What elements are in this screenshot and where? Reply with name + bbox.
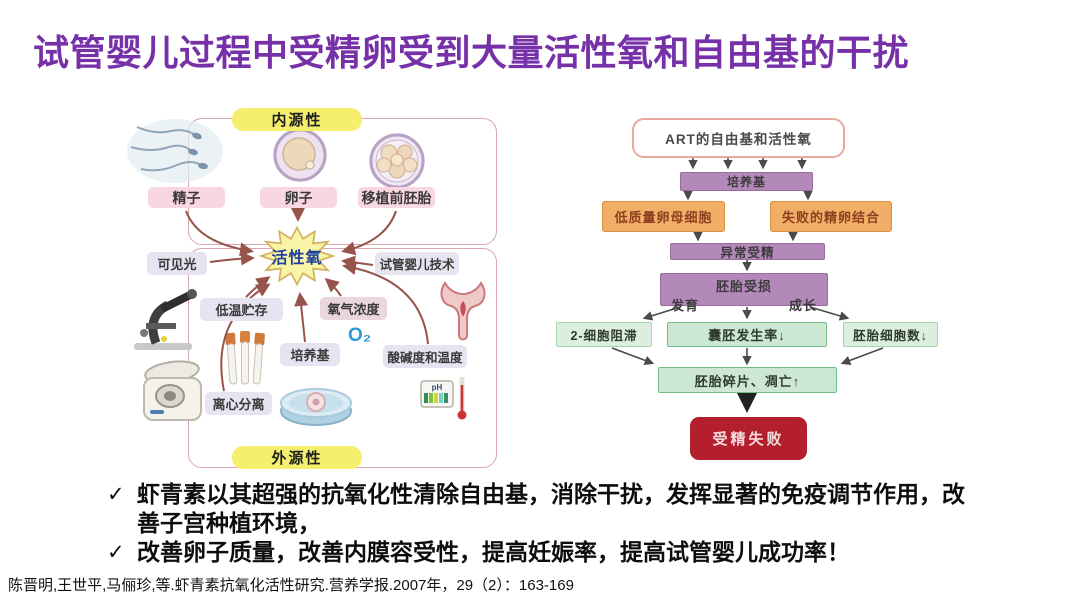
endogenous-region-border [188, 118, 497, 245]
ros-sources-diagram: pH [120, 105, 530, 480]
bullet-text: 改善卵子质量，改善内膜容受性，提高妊娠率，提高试管婴儿成功率！ [137, 539, 850, 565]
flow-node-art-free-radicals: ART的自由基和活性氧 [632, 118, 845, 158]
oocyte-illustration [273, 128, 327, 182]
exogenous-label: 外源性 [232, 446, 362, 469]
petri-dish-illustration [280, 388, 352, 426]
label-sperm: 精子 [148, 187, 225, 208]
test-tubes-illustration [225, 331, 265, 385]
flow-node-embryo-cell-count-down: 胚胎细胞数↓ [843, 322, 938, 347]
flow-node-abnormal-fertilization: 异常受精 [670, 243, 825, 260]
label-ivf-technology: 试管婴儿技术 [375, 252, 459, 275]
endogenous-label: 内源性 [232, 108, 362, 131]
o2-label: O₂ [348, 325, 372, 346]
ph-card-label: pH [432, 383, 443, 392]
development-label: 发育 [670, 298, 699, 313]
sperm-illustration [127, 119, 223, 183]
label-visible-light: 可见光 [147, 252, 207, 275]
growth-label: 成长 [789, 298, 818, 313]
bullet-item: ✓ 改善卵子质量，改善内膜容受性，提高妊娠率，提高试管婴儿成功率！ [107, 538, 987, 567]
label-pre-implantation-embryo: 移植前胚胎 [358, 187, 435, 208]
embryo-illustration [369, 133, 425, 189]
flow-node-failed-sperm-egg-fusion: 失败的精卵结合 [770, 201, 892, 232]
centrifuge-illustration [143, 360, 202, 421]
check-icon: ✓ [107, 483, 125, 506]
art-ros-flowchart: ART的自由基和活性氧 培养基 低质量卵母细胞 失败的精卵结合 异常受精 胚胎受… [555, 105, 965, 475]
label-culture-medium: 培养基 [280, 343, 340, 366]
flow-node-culture-medium: 培养基 [680, 172, 813, 191]
flow-node-embryo-damage: 胚胎受损 发育 成长 [660, 273, 828, 313]
label-egg: 卵子 [260, 187, 337, 208]
bullet-text: 虾青素以其超强的抗氧化性清除自由基，消除干扰，发挥显著的免疫调节作用，改善子宫种… [137, 481, 965, 536]
ph-strip-thermometer-illustration: pH [420, 377, 467, 420]
bullet-item: ✓ 虾青素以其超强的抗氧化性清除自由基，消除干扰，发挥显著的免疫调节作用，改善子… [107, 480, 987, 538]
citation: 陈晋明,王世平,马俪珍,等.虾青素抗氧化活性研究.营养学报.2007年，29（2… [8, 577, 574, 594]
flow-node-blastocyst-rate-down: 囊胚发生率↓ [667, 322, 827, 347]
label-ph-and-temperature: 酸碱度和温度 [383, 345, 467, 368]
label-cold-storage: 低温贮存 [200, 298, 283, 321]
ros-star-label: 活性氧 [271, 250, 323, 267]
page-title: 试管婴儿过程中受精卵受到大量活性氧和自由基的干扰 [33, 32, 910, 73]
label-oxygen-concentration: 氧气浓度 [320, 297, 387, 320]
ros-star: 活性氧 [258, 224, 336, 288]
uterus-illustration [440, 281, 486, 341]
bullet-list: ✓ 虾青素以其超强的抗氧化性清除自由基，消除干扰，发挥显著的免疫调节作用，改善子… [107, 480, 987, 567]
flow-node-low-quality-oocyte: 低质量卵母细胞 [602, 201, 725, 232]
starburst-shape [258, 225, 336, 287]
flow-node-two-cell-block: 2-细胞阻滞 [556, 322, 652, 347]
microscope-illustration [134, 289, 197, 350]
flow-node-fertilization-failure: 受精失败 [690, 417, 807, 460]
flow-node-fragments-apoptosis-up: 胚胎碎片、凋亡↑ [658, 367, 837, 393]
embryo-damage-label: 胚胎受损 [715, 279, 772, 294]
check-icon: ✓ [107, 541, 125, 564]
label-centrifugation: 离心分离 [205, 392, 272, 415]
